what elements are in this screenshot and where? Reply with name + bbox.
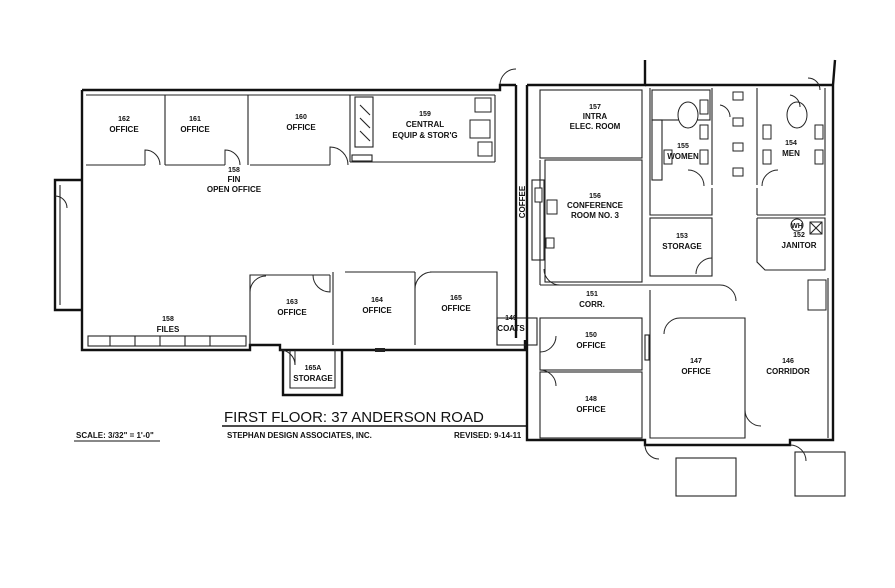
svg-text:159: 159 [419, 111, 431, 118]
svg-text:161: 161 [189, 116, 201, 123]
svg-text:147: 147 [690, 358, 702, 365]
plan-title: FIRST FLOOR: 37 ANDERSON ROAD [224, 409, 484, 426]
room-163: 163 OFFICE [277, 299, 307, 317]
svg-text:MEN: MEN [782, 149, 800, 158]
svg-text:153: 153 [676, 233, 688, 240]
svg-text:OFFICE: OFFICE [681, 367, 711, 376]
room-labels: 162 OFFICE 161 OFFICE 160 OFFICE 159 CEN… [109, 104, 816, 414]
room-160: 160 OFFICE [286, 114, 316, 132]
room-156: 156 CONFERENCE ROOM NO. 3 [567, 193, 624, 220]
svg-text:158: 158 [162, 316, 174, 323]
svg-text:163: 163 [286, 299, 298, 306]
svg-text:OFFICE: OFFICE [441, 304, 471, 313]
svg-text:OFFICE: OFFICE [109, 125, 139, 134]
room-146: 146 CORRIDOR [766, 358, 810, 376]
svg-text:146: 146 [782, 358, 794, 365]
svg-text:151: 151 [586, 291, 598, 298]
svg-text:164: 164 [371, 297, 383, 304]
room-152: 152 JANITOR WH [782, 223, 817, 250]
room-153: 153 STORAGE [662, 233, 702, 251]
revised-date: REVISED: 9-14-11 [454, 431, 522, 440]
svg-text:WH: WH [791, 223, 803, 230]
svg-text:OFFICE: OFFICE [277, 308, 307, 317]
svg-text:STORAGE: STORAGE [293, 374, 333, 383]
svg-text:OFFICE: OFFICE [180, 125, 210, 134]
svg-text:148: 148 [585, 396, 597, 403]
room-157: 157 INTRA ELEC. ROOM [570, 104, 621, 131]
room-147: 147 OFFICE [681, 358, 711, 376]
svg-text:CONFERENCE: CONFERENCE [567, 201, 624, 210]
svg-text:OFFICE: OFFICE [576, 405, 606, 414]
svg-text:ROOM NO. 3: ROOM NO. 3 [571, 211, 620, 220]
room-155: 155 WOMEN [667, 143, 699, 161]
svg-text:FIN: FIN [228, 175, 241, 184]
room-158-open-office: 158 FIN OPEN OFFICE [207, 167, 262, 194]
svg-text:EQUIP & STOR'G: EQUIP & STOR'G [392, 131, 457, 140]
svg-text:COATS: COATS [497, 324, 525, 333]
svg-text:154: 154 [785, 140, 797, 147]
room-165: 165 OFFICE [441, 295, 471, 313]
svg-text:152: 152 [793, 232, 805, 239]
room-151: 151 CORR. [579, 291, 605, 309]
svg-text:INTRA: INTRA [583, 112, 608, 121]
room-158-files: 158 FILES [157, 316, 180, 334]
svg-text:CORR.: CORR. [579, 300, 605, 309]
room-154: 154 MEN [782, 140, 800, 158]
svg-text:OPEN OFFICE: OPEN OFFICE [207, 185, 262, 194]
svg-text:155: 155 [677, 143, 689, 150]
svg-text:149: 149 [505, 315, 517, 322]
svg-text:157: 157 [589, 104, 601, 111]
svg-text:156: 156 [589, 193, 601, 200]
svg-text:150: 150 [585, 332, 597, 339]
title-block: FIRST FLOOR: 37 ANDERSON ROAD SCALE: 3/3… [74, 409, 528, 442]
coffee-label: COFFEE [518, 185, 527, 218]
svg-text:165A: 165A [305, 365, 322, 372]
svg-text:OFFICE: OFFICE [576, 341, 606, 350]
room-165a: 165A STORAGE [293, 365, 333, 383]
svg-text:JANITOR: JANITOR [782, 241, 817, 250]
room-162: 162 OFFICE [109, 116, 139, 134]
svg-text:165: 165 [450, 295, 462, 302]
svg-text:158: 158 [228, 167, 240, 174]
svg-text:162: 162 [118, 116, 130, 123]
svg-text:STORAGE: STORAGE [662, 242, 702, 251]
svg-text:CORRIDOR: CORRIDOR [766, 367, 810, 376]
room-148: 148 OFFICE [576, 396, 606, 414]
svg-text:OFFICE: OFFICE [362, 306, 392, 315]
svg-text:WOMEN: WOMEN [667, 152, 699, 161]
right-wing-walls [525, 59, 846, 497]
left-wing-walls [53, 68, 538, 397]
svg-text:160: 160 [295, 114, 307, 121]
svg-text:FILES: FILES [157, 325, 180, 334]
room-149: 149 COATS [497, 315, 525, 333]
scale-label: SCALE: 3/32" = 1'-0" [76, 431, 154, 440]
room-164: 164 OFFICE [362, 297, 392, 315]
room-161: 161 OFFICE [180, 116, 210, 134]
svg-text:OFFICE: OFFICE [286, 123, 316, 132]
svg-text:ELEC. ROOM: ELEC. ROOM [570, 122, 621, 131]
room-150: 150 OFFICE [576, 332, 606, 350]
firm-name: STEPHAN DESIGN ASSOCIATES, INC. [227, 431, 372, 440]
room-159: 159 CENTRAL EQUIP & STOR'G [392, 111, 457, 140]
svg-text:CENTRAL: CENTRAL [406, 120, 444, 129]
